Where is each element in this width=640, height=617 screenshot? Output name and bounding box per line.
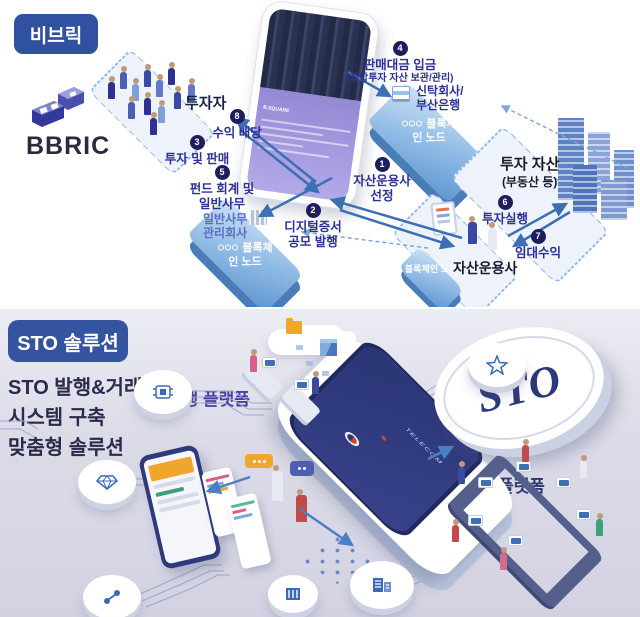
computer-monitor (508, 535, 523, 546)
asset-manager-node-label: 블록체인 노드 (404, 264, 458, 274)
person-figure (174, 86, 181, 109)
investment-asset-label: 투자 자산 (부동산 등) (500, 156, 560, 189)
person-figure (144, 64, 151, 87)
building-icon-medallion (350, 561, 414, 609)
bbric-badge: 비브릭 (14, 14, 98, 54)
chip-icon (153, 385, 173, 399)
bbric-diagram-section: 비브릭 BBRIC 투자자 (0, 0, 640, 326)
computer-monitor (576, 509, 591, 520)
computer-monitor (516, 461, 531, 472)
person-figure (296, 489, 307, 522)
bbric-logo-text: BBRIC (26, 132, 111, 160)
person-figure (108, 76, 115, 99)
step-1: 1 자산운용사 선정 (342, 156, 422, 204)
speech-bubble (290, 461, 314, 476)
person-figure (596, 513, 603, 536)
computer-monitor (556, 477, 571, 488)
admin-node-label: 블록체인 노드 (214, 242, 276, 270)
building-grid-icon (373, 578, 391, 592)
star-icon-medallion (468, 343, 526, 387)
computer-monitor (468, 515, 483, 526)
person-figure (580, 455, 587, 478)
step-5: 5 펀드 회계 및 일반사무 (172, 164, 272, 212)
presentation-board (430, 200, 458, 237)
phone-emblem-icon (342, 429, 362, 449)
step-6: 6 투자실행 (465, 194, 545, 227)
step-4: 4 판매대금 입금 (집합투자 자산 보관/관리) (320, 40, 480, 85)
person-figure (312, 371, 319, 394)
network-icon (104, 590, 120, 604)
sto-description: STO 발행&거래 시스템 구축 맞춤형 솔루션 (8, 377, 143, 459)
step-3: 3 투자 및 판매 (147, 134, 247, 167)
speech-bubble (245, 454, 273, 468)
person-figure (120, 66, 127, 89)
investor-figures (100, 58, 220, 148)
bbric-logo-icon (32, 87, 84, 127)
trust-company-label: 신탁회사/ 부산은행 (416, 84, 464, 113)
folder-icon (286, 318, 302, 334)
person-figure (128, 96, 135, 119)
data-chip-icon (306, 361, 313, 366)
building-tower (573, 165, 597, 213)
person-figure (168, 62, 175, 85)
asset-manager-label: 자산운용사 (453, 260, 518, 276)
person-figure (500, 547, 507, 570)
chip-icon-medallion (134, 370, 192, 414)
fund-admin-label: 일반사무 관리회사 (203, 212, 248, 241)
computer-monitor (262, 357, 277, 368)
person-figure (144, 92, 151, 115)
person-figure (188, 78, 195, 101)
vault-icon (392, 86, 410, 102)
person-figure (452, 519, 459, 542)
building-grid-icon (286, 588, 300, 600)
building-icon-medallion (268, 575, 318, 613)
person-figure (132, 78, 139, 101)
chain-icon (217, 244, 240, 251)
computer-monitor (294, 379, 309, 390)
investors-label: 투자자 (185, 95, 227, 112)
link-icon-medallion (83, 575, 141, 617)
person-figure (522, 439, 529, 462)
chain-icon (401, 120, 424, 127)
building-tower (601, 180, 627, 220)
data-chip-icon (322, 371, 329, 376)
gem-icon (96, 475, 118, 491)
person-figure (468, 216, 477, 244)
person-figure (458, 461, 465, 484)
trust-node-label: 블록체인 노드 (398, 118, 460, 146)
gem-icon-medallion (78, 460, 136, 504)
person-figure (488, 222, 497, 250)
data-chip-icon (296, 345, 303, 350)
star-icon (486, 355, 508, 375)
step-7: 7 임대수익 (498, 228, 578, 261)
phone-brand-text: TELECOM (404, 426, 444, 466)
sto-badge: STO 솔루션 (8, 320, 128, 362)
cube-icon (320, 339, 337, 356)
sto-solution-section: STO 솔루션 STO 발행&거래 시스템 구축 맞춤형 솔루션 발행 플랫폼 … (0, 307, 640, 617)
step-8: 8 수익 배당 (197, 108, 277, 141)
chart-card (226, 492, 272, 570)
record-dot (380, 435, 388, 442)
person-figure (272, 465, 283, 501)
person-figure (150, 112, 157, 135)
person-figure (250, 349, 257, 372)
computer-monitor (478, 477, 493, 488)
step-2: 2 디지털증서 공모 발행 (258, 202, 368, 250)
person-figure (156, 74, 163, 97)
person-figure (158, 100, 165, 123)
